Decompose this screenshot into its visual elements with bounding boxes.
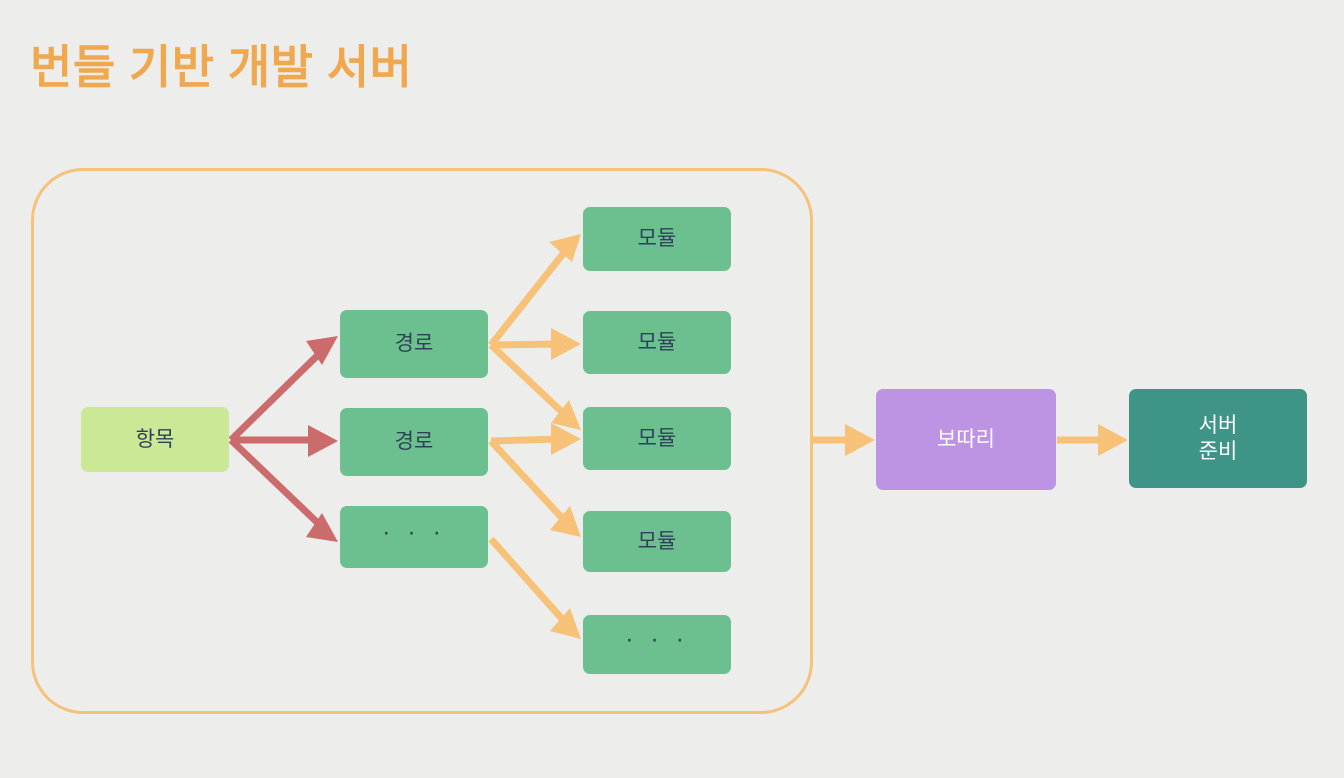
- edge-group-to-bundle: [813, 424, 875, 456]
- node-module-4[interactable]: 모듈: [583, 511, 731, 572]
- node-module-3-label: 모듈: [637, 426, 677, 450]
- node-path-ellipsis-label: · · ·: [382, 517, 446, 546]
- node-bundle[interactable]: 보따리: [876, 389, 1056, 490]
- node-module-ellipsis-label: · · ·: [625, 625, 689, 654]
- node-entry[interactable]: 항목: [81, 407, 229, 472]
- node-module-2[interactable]: 모듈: [583, 311, 731, 374]
- edge-bundle-to-server: [1057, 424, 1128, 456]
- node-path-2-label: 경로: [394, 430, 434, 454]
- node-path-1-label: 경로: [394, 332, 434, 356]
- node-path-ellipsis[interactable]: · · ·: [340, 506, 488, 568]
- node-path-1[interactable]: 경로: [340, 310, 488, 378]
- node-entry-label: 항목: [135, 427, 175, 451]
- page-title: 번들 기반 개발 서버: [30, 41, 413, 93]
- node-bundle-label: 보따리: [937, 427, 995, 451]
- node-module-4-label: 모듈: [637, 529, 677, 553]
- node-module-3[interactable]: 모듈: [583, 407, 731, 470]
- node-module-ellipsis[interactable]: · · ·: [583, 615, 731, 674]
- node-module-2-label: 모듈: [637, 330, 677, 354]
- node-server-ready-label: 서버 준비: [1198, 413, 1238, 463]
- node-module-1-label: 모듈: [637, 227, 677, 251]
- bundle-group-container: [31, 168, 813, 714]
- node-server-ready[interactable]: 서버 준비: [1129, 389, 1307, 488]
- node-module-1[interactable]: 모듈: [583, 207, 731, 271]
- node-path-2[interactable]: 경로: [340, 408, 488, 476]
